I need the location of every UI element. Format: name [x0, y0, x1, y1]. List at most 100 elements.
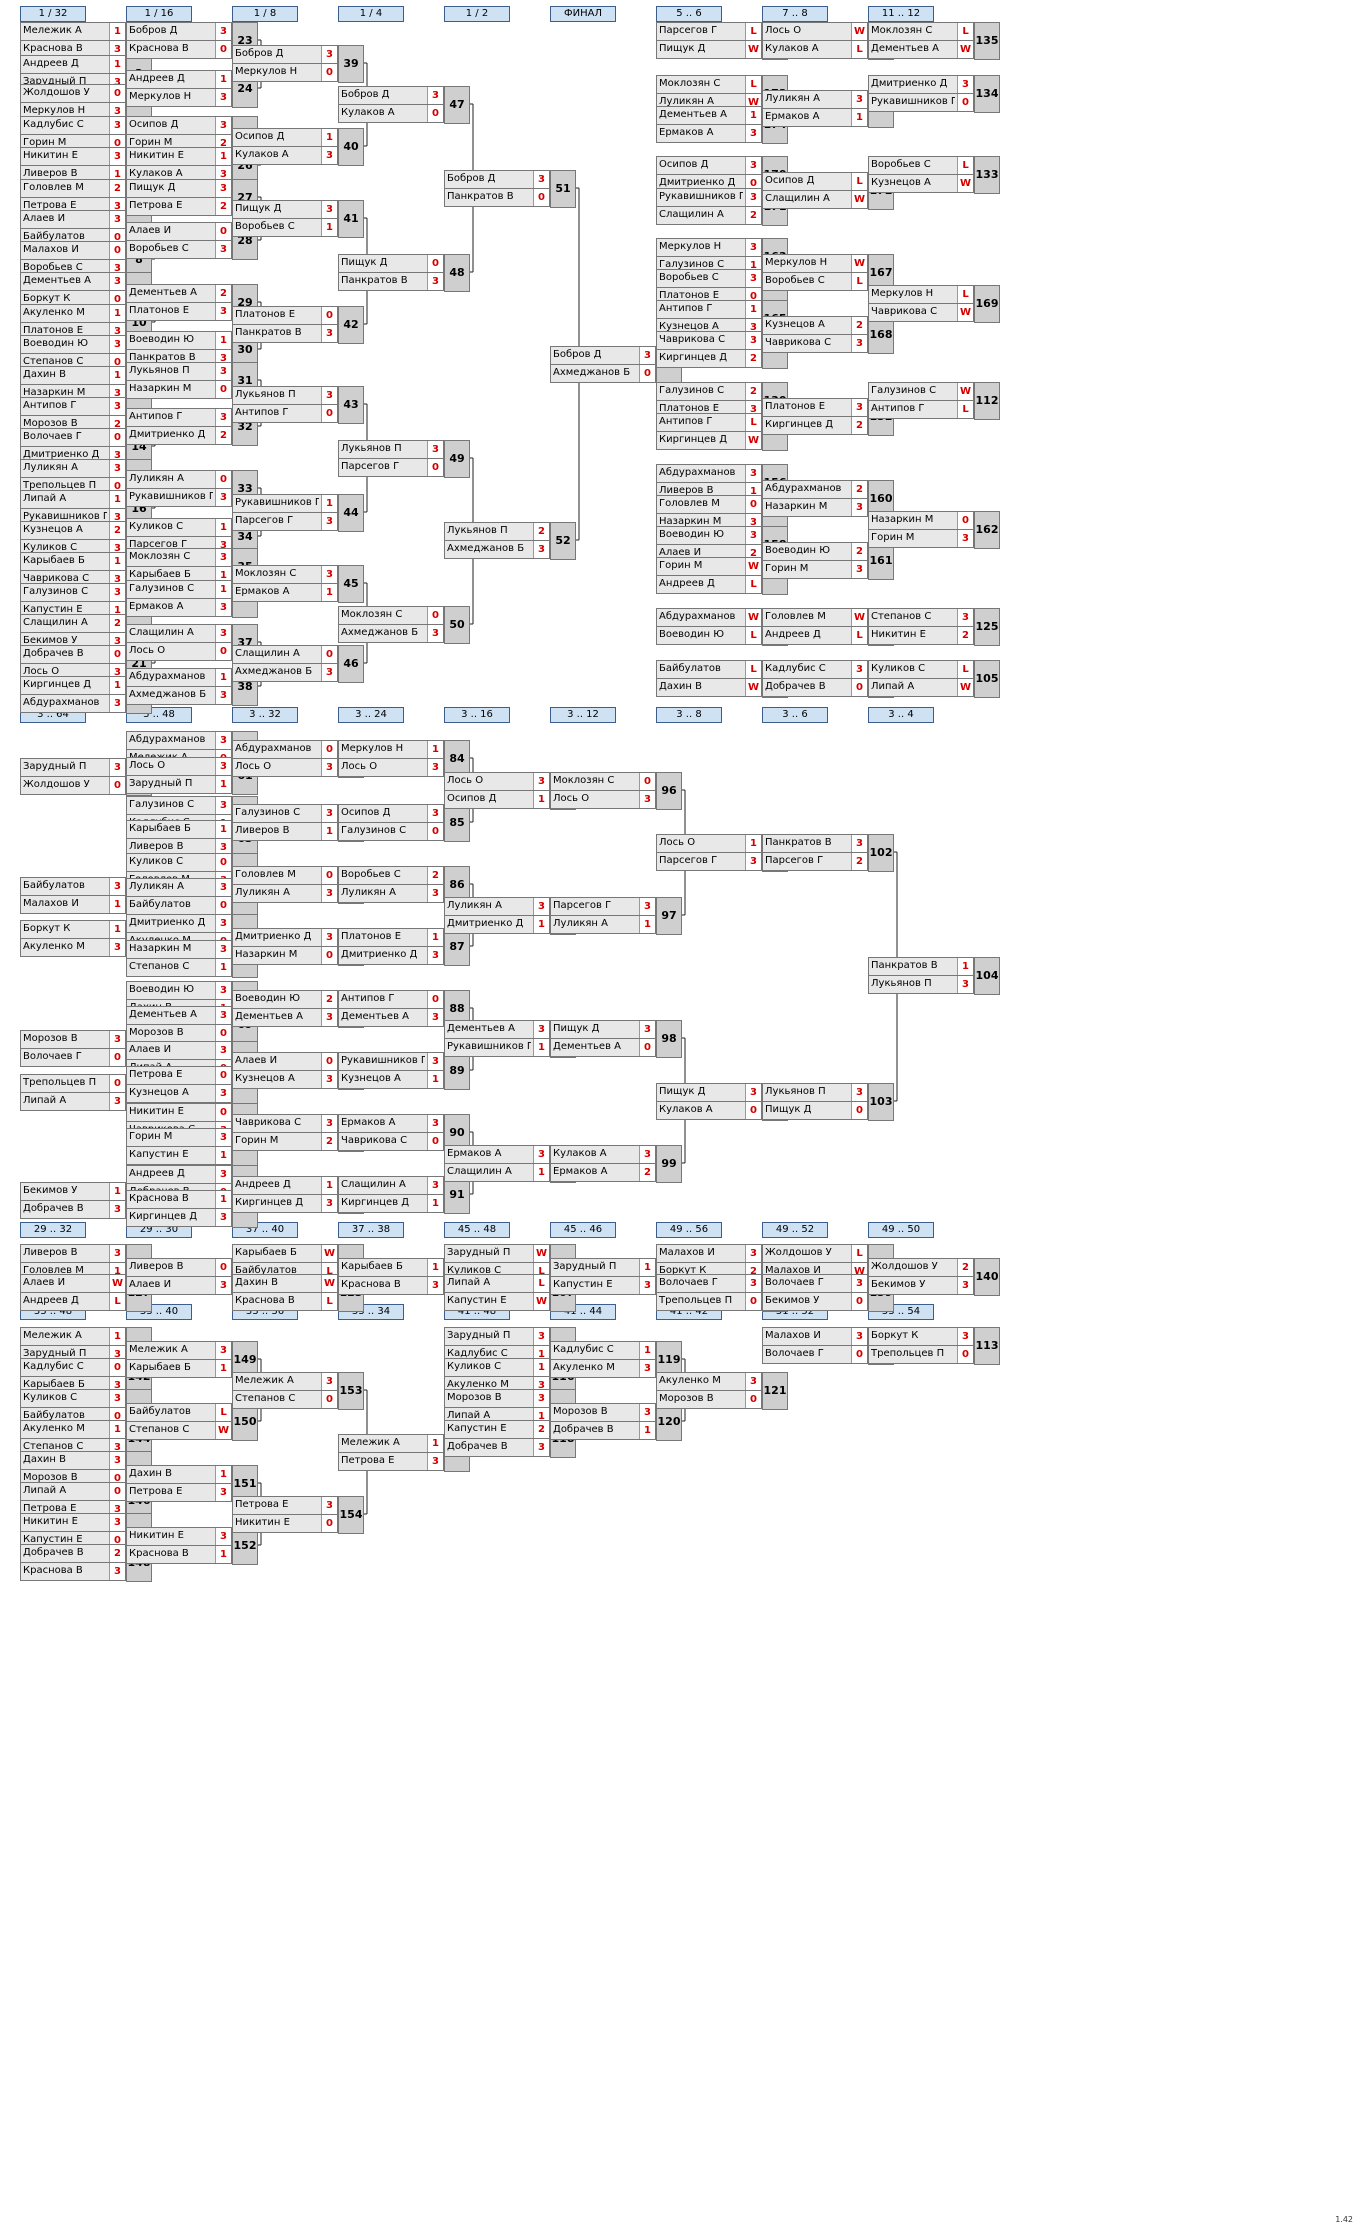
player-row[interactable]: Никитин Е 0 [232, 1514, 338, 1533]
player-row[interactable]: Краснова В 3 [20, 40, 126, 59]
player-row[interactable]: Слащилин А 3 [126, 624, 232, 643]
match-box[interactable]: Панкратов В 1 Лукьянов П 3 104 [868, 957, 1000, 995]
player-row[interactable]: Кузнецов А W [868, 174, 974, 193]
player-row[interactable]: Алаев И W [20, 1274, 126, 1293]
match-box[interactable]: Дмитриенко Д 3 Рукавишников Г 0 134 [868, 75, 1000, 113]
match-box[interactable]: Бобров Д 3 Меркулов Н 0 39 [232, 45, 364, 83]
player-row[interactable]: Меркулов Н 0 [232, 63, 338, 82]
match-box[interactable]: Панкратов В 3 Парсегов Г 2 102 [762, 834, 894, 872]
player-row[interactable]: Зарудный П 3 [444, 1327, 550, 1346]
player-row[interactable]: Платонов Е 1 [338, 928, 444, 947]
match-box[interactable]: Куликов С 3 Байбулатов 0 143 [20, 1389, 152, 1427]
player-row[interactable]: Пищук Д W [656, 40, 762, 59]
match-box[interactable]: Куликов С L Липай А W 105 [868, 660, 1000, 698]
player-row[interactable]: Луликян А 1 [550, 915, 656, 934]
player-row[interactable]: Воеводин Ю 3 [656, 526, 762, 545]
match-box[interactable]: Платонов Е 0 Панкратов В 3 42 [232, 306, 364, 344]
player-row[interactable]: Зарудный П 3 [20, 758, 126, 777]
match-box[interactable]: Акуленко М 3 Морозов В 0 121 [656, 1372, 788, 1410]
player-row[interactable]: Петрова Е 3 [338, 1452, 444, 1471]
player-row[interactable]: Степанов С 0 [232, 1390, 338, 1409]
match-box[interactable]: Абдурахманов 1 Ахмеджанов Б 3 38 [126, 668, 258, 706]
player-row[interactable]: Киргинцев Д 1 [20, 676, 126, 695]
player-row[interactable]: Панкратов В 3 [762, 834, 868, 853]
match-box[interactable]: Рукавишников Г 3 Кузнецов А 1 89 [338, 1052, 470, 1090]
match-box[interactable]: Галузинов С W Антипов Г L 112 [868, 382, 1000, 420]
player-row[interactable]: Кадлубис С 0 [20, 1358, 126, 1377]
player-row[interactable]: Антипов Г 3 [20, 397, 126, 416]
player-row[interactable]: Жолдошов У 0 [20, 776, 126, 795]
match-box[interactable]: Моклозян С 3 Ермаков А 1 45 [232, 565, 364, 603]
player-row[interactable]: Зарудный П 1 [550, 1258, 656, 1277]
player-row[interactable]: Акуленко М 3 [550, 1359, 656, 1378]
player-row[interactable]: Абдурахманов W [656, 608, 762, 627]
player-row[interactable]: Куликов С L [868, 660, 974, 679]
player-row[interactable]: Волочаев Г 3 [656, 1274, 762, 1293]
player-row[interactable]: Алаев И 3 [126, 1041, 232, 1060]
player-row[interactable]: Куликов С 1 [444, 1358, 550, 1377]
player-row[interactable]: Ливеров В 1 [232, 822, 338, 841]
match-box[interactable]: Малахов И 3 Волочаев Г 0 114 [762, 1327, 894, 1365]
match-box[interactable]: Кулаков А 3 Ермаков А 2 99 [550, 1145, 682, 1183]
player-row[interactable]: Назаркин М 3 [126, 940, 232, 959]
player-row[interactable]: Антипов Г 1 [656, 300, 762, 319]
player-row[interactable]: Моклозян С L [868, 22, 974, 41]
player-row[interactable]: Никитин Е 1 [126, 147, 232, 166]
player-row[interactable]: Липай А 3 [20, 1092, 126, 1111]
match-box[interactable]: Моклозян С L Дементьев А W 135 [868, 22, 1000, 60]
player-row[interactable]: Парсегов Г 3 [656, 852, 762, 871]
player-row[interactable]: Горин М 3 [126, 1128, 232, 1147]
match-box[interactable]: Лукьянов П 3 Пищук Д 0 103 [762, 1083, 894, 1121]
player-row[interactable]: Мележик А 1 [20, 22, 126, 41]
player-row[interactable]: Назаркин М 3 [762, 498, 868, 517]
player-row[interactable]: Капустин Е W [444, 1292, 550, 1311]
player-row[interactable]: Ахмеджанов Б 3 [126, 686, 232, 705]
player-row[interactable]: Воробьев С 2 [338, 866, 444, 885]
player-row[interactable]: Бобров Д 3 [232, 45, 338, 64]
match-box[interactable]: Слащилин А 3 Лось О 0 37 [126, 624, 258, 662]
player-row[interactable]: Воеводин Ю 3 [126, 981, 232, 1000]
player-row[interactable]: Бобров Д 3 [550, 346, 656, 365]
player-row[interactable]: Галузинов С 0 [338, 822, 444, 841]
player-row[interactable]: Добрачев В 3 [20, 1200, 126, 1219]
player-row[interactable]: Кулаков А L [762, 40, 868, 59]
player-row[interactable]: Парсегов Г L [656, 22, 762, 41]
player-row[interactable]: Волочаев Г 0 [762, 1345, 868, 1364]
player-row[interactable]: Воробьев С L [762, 272, 868, 291]
player-row[interactable]: Луликян А 3 [762, 90, 868, 109]
player-row[interactable]: Моклозян С L [656, 75, 762, 94]
match-box[interactable]: Алаев И 0 Воробьев С 3 28 [126, 222, 258, 260]
player-row[interactable]: Луликян А 3 [126, 878, 232, 897]
player-row[interactable]: Дмитриенко Д 3 [338, 946, 444, 965]
player-row[interactable]: Рукавишников Г 1 [444, 1038, 550, 1057]
player-row[interactable]: Луликян А 3 [20, 459, 126, 478]
player-row[interactable]: Кадлубис С 1 [550, 1341, 656, 1360]
player-row[interactable]: Бобров Д 3 [126, 22, 232, 41]
player-row[interactable]: Куликов С 3 [20, 1389, 126, 1408]
player-row[interactable]: Лось О W [762, 22, 868, 41]
player-row[interactable]: Осипов Д 3 [338, 804, 444, 823]
player-row[interactable]: Добрачев В 1 [550, 1421, 656, 1440]
match-box[interactable]: Осипов Д 3 Галузинов С 0 85 [338, 804, 470, 842]
player-row[interactable]: Галузинов С 2 [656, 382, 762, 401]
player-row[interactable]: Краснова В 3 [20, 1562, 126, 1581]
player-row[interactable]: Слащилин А 2 [20, 614, 126, 633]
match-box[interactable]: Воеводин Ю 3 Степанов С 0 11 [20, 335, 152, 373]
player-row[interactable]: Лукьянов П 3 [762, 1083, 868, 1102]
player-row[interactable]: Бекимов У 1 [20, 1182, 126, 1201]
player-row[interactable]: Киргинцев Д 2 [656, 349, 762, 368]
player-row[interactable]: Краснова В L [232, 1292, 338, 1311]
player-row[interactable]: Алаев И 0 [126, 222, 232, 241]
player-row[interactable]: Пищук Д 3 [232, 200, 338, 219]
match-box[interactable]: Кадлубис С 1 Акуленко М 3 119 [550, 1341, 682, 1379]
player-row[interactable]: Меркулов Н W [762, 254, 868, 273]
player-row[interactable]: Ермаков А 3 [126, 598, 232, 617]
match-box[interactable]: Боркут К 3 Трепольцев П 0 113 [868, 1327, 1000, 1365]
player-row[interactable]: Киргинцев Д 1 [338, 1194, 444, 1213]
player-row[interactable]: Абдурахманов 0 [232, 740, 338, 759]
match-box[interactable]: Пищук Д 3 Воробьев С 1 41 [232, 200, 364, 238]
player-row[interactable]: Ливеров В 3 [20, 1244, 126, 1263]
player-row[interactable]: Кулаков А 3 [232, 146, 338, 165]
player-row[interactable]: Моклозян С 0 [550, 772, 656, 791]
player-row[interactable]: Морозов В 3 [20, 1030, 126, 1049]
